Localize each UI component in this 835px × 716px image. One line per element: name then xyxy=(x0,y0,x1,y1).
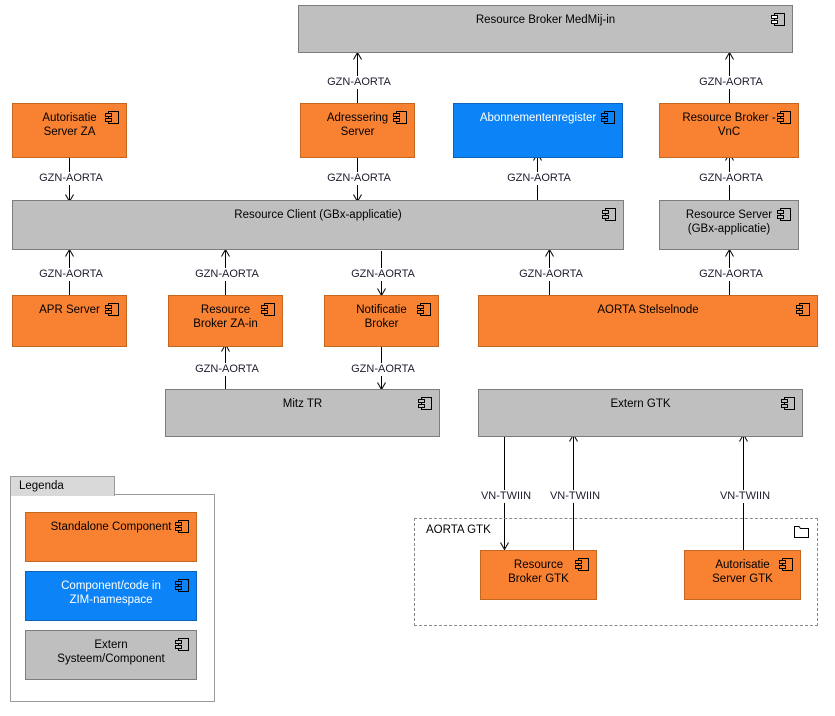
component-autorisatie-server-za[interactable]: Autorisatie Server ZA xyxy=(12,103,127,158)
component-label: Mitz TR xyxy=(282,398,323,410)
arrowhead-up xyxy=(725,248,734,258)
uml-component-icon xyxy=(601,110,616,125)
uml-component-icon xyxy=(175,519,190,534)
uml-component-icon xyxy=(175,637,190,652)
connector-label: VN-TWIIN xyxy=(467,490,545,503)
legend-item-label: Standalone Component xyxy=(50,521,172,533)
uml-component-icon xyxy=(175,578,190,593)
component-extern-gtk[interactable]: Extern GTK xyxy=(478,389,803,437)
component-label: AORTA Stelselnode xyxy=(597,304,699,316)
legend-panel: Legenda Standalone Component Component/c… xyxy=(10,476,215,702)
component-autorisatie-server-gtk[interactable]: Autorisatie Server GTK xyxy=(684,550,801,600)
connector-label: GZN-AORTA xyxy=(495,172,583,185)
legend-item-standalone-component: Standalone Component xyxy=(25,512,197,562)
component-label: Resource Broker ZA-in xyxy=(193,304,258,330)
component-resource-broker-vnc[interactable]: Resource Broker - VnC xyxy=(659,103,799,158)
component-notificatie-broker[interactable]: Notificatie Broker xyxy=(324,295,439,347)
uml-component-icon xyxy=(418,396,433,411)
connector-label: GZN-AORTA xyxy=(339,268,427,281)
folder-icon xyxy=(794,525,809,538)
package-title: AORTA GTK xyxy=(424,524,493,536)
legend-item-extern-system-component: Extern Systeem/Component xyxy=(25,630,197,680)
connector-label: GZN-AORTA xyxy=(27,172,115,185)
legend-item-label: Component/code in ZIM-namespace xyxy=(61,580,161,606)
package-aorta-gtk[interactable]: AORTA GTK xyxy=(414,518,818,626)
uml-component-icon xyxy=(105,110,120,125)
connector-label: VN-TWIIN xyxy=(706,490,784,503)
connector-label: GZN-AORTA xyxy=(339,363,427,376)
uml-component-icon xyxy=(105,302,120,317)
component-resource-server[interactable]: Resource Server (GBx-applicatie) xyxy=(659,200,799,250)
legend-item-label: Extern Systeem/Component xyxy=(57,639,165,665)
component-mitz-tr[interactable]: Mitz TR xyxy=(165,389,440,437)
connector-label: VN-TWIIN xyxy=(536,490,614,503)
component-label: Notificatie Broker xyxy=(356,304,407,330)
arrowhead-down xyxy=(500,542,509,551)
component-label: Resource Broker - VnC xyxy=(682,112,776,138)
uml-component-icon xyxy=(796,302,811,317)
component-resource-client[interactable]: Resource Client (GBx-applicatie) xyxy=(12,200,624,250)
connector-label: GZN-AORTA xyxy=(315,76,403,89)
uml-component-icon xyxy=(781,396,796,411)
component-adressering-server[interactable]: Adressering Server xyxy=(300,103,415,158)
arrowhead-up xyxy=(725,51,734,61)
uml-component-icon xyxy=(575,557,590,572)
component-label: APR Server xyxy=(39,304,100,316)
arrowhead-up xyxy=(545,248,554,258)
component-abonnementenregister[interactable]: Abonnementenregister xyxy=(453,103,623,158)
connector-label: GZN-AORTA xyxy=(27,268,115,281)
connector-label: GZN-AORTA xyxy=(183,268,271,281)
arrowhead-up xyxy=(65,248,74,258)
connector-label: GZN-AORTA xyxy=(687,268,775,281)
component-label: Adressering Server xyxy=(326,112,389,138)
connector-label: GZN-AORTA xyxy=(507,268,595,281)
component-label: Autorisatie Server ZA xyxy=(42,112,97,138)
component-label: Resource Server (GBx-applicatie) xyxy=(685,209,773,235)
component-label: Abonnementenregister xyxy=(479,112,597,124)
component-label: Resource Broker GTK xyxy=(508,559,569,585)
uml-component-icon xyxy=(417,302,432,317)
component-resource-broker-za-in[interactable]: Resource Broker ZA-in xyxy=(168,295,283,347)
legend-item-zim-namespace-component: Component/code in ZIM-namespace xyxy=(25,571,197,621)
uml-component-icon xyxy=(393,110,408,125)
arrowhead-up xyxy=(221,248,230,258)
component-label: Autorisatie Server GTK xyxy=(712,559,773,585)
component-label: Extern GTK xyxy=(610,398,671,410)
component-label: Resource Client (GBx-applicatie) xyxy=(234,209,402,221)
connector-label: GZN-AORTA xyxy=(687,76,775,89)
connector-label: GZN-AORTA xyxy=(315,172,403,185)
legend-title: Legenda xyxy=(10,476,115,496)
uml-component-icon xyxy=(771,12,786,27)
component-aorta-stelselnode[interactable]: AORTA Stelselnode xyxy=(478,295,818,347)
connector-label: GZN-AORTA xyxy=(183,363,271,376)
uml-component-icon xyxy=(261,302,276,317)
arrowhead-up xyxy=(353,51,362,61)
connector-label: GZN-AORTA xyxy=(687,172,775,185)
component-resource-broker-gtk[interactable]: Resource Broker GTK xyxy=(480,550,597,600)
uml-component-icon xyxy=(777,207,792,222)
component-resource-broker-medmij-in[interactable]: Resource Broker MedMij-in xyxy=(298,5,793,53)
component-apr-server[interactable]: APR Server xyxy=(12,295,127,347)
uml-component-icon xyxy=(602,207,617,222)
component-label: Resource Broker MedMij-in xyxy=(475,14,616,26)
uml-component-icon xyxy=(777,110,792,125)
uml-component-icon xyxy=(779,557,794,572)
